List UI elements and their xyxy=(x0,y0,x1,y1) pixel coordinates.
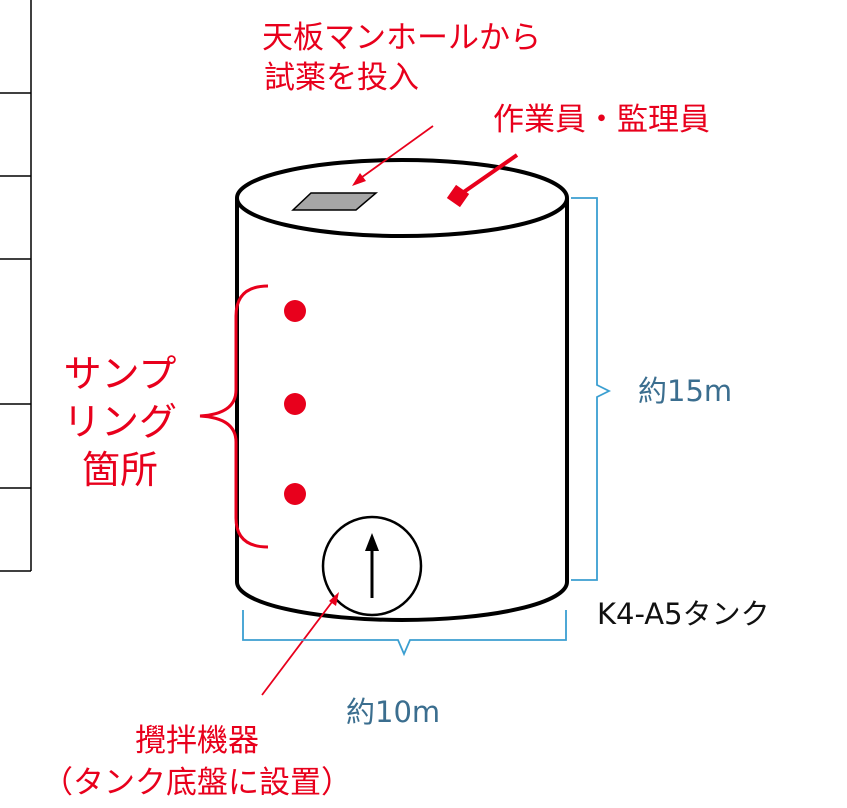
mixer-label-line1: 攪拌機器 xyxy=(135,723,259,759)
width-label: 約10m xyxy=(346,695,441,729)
sampling-label: サンプ リング 箇所 xyxy=(50,350,190,494)
height-label: 約15m xyxy=(638,374,733,408)
red-dot-icon xyxy=(284,393,306,415)
manhole-label-line1: 天板マンホールから xyxy=(262,20,541,56)
arrowhead-icon xyxy=(352,173,366,186)
width-bracket xyxy=(242,610,567,657)
adjacent-table xyxy=(0,0,32,572)
mixer-label-line2: （タンク底盤に設置） xyxy=(42,765,352,801)
tank-body xyxy=(235,198,569,622)
height-bracket xyxy=(571,197,612,581)
manhole-label: 天板マンホールから 試薬を投入 xyxy=(262,18,541,98)
up-arrow-circle-icon xyxy=(321,515,423,617)
manhole-pointer-line xyxy=(357,125,434,181)
mixer-label: 攪拌機器 （タンク底盤に設置） xyxy=(0,720,394,804)
sampling-label-line3: 箇所 xyxy=(81,448,158,492)
sampling-label-line2: リング xyxy=(62,400,177,444)
manhole-icon xyxy=(291,192,379,211)
tank xyxy=(235,158,569,622)
sampling-label-line1: サンプ xyxy=(63,352,177,396)
red-square-marker-icon xyxy=(446,184,470,208)
mixer-pointer-line xyxy=(261,597,336,696)
manhole-label-line2: 試薬を投入 xyxy=(264,60,419,96)
red-dot-icon xyxy=(284,483,306,505)
red-dot-icon xyxy=(284,300,306,322)
arrowhead-icon xyxy=(329,592,339,606)
worker-label: 作業員・監理員 xyxy=(493,102,710,138)
sampling-brace xyxy=(199,284,269,549)
worker-pointer-line xyxy=(456,153,519,198)
tank-top xyxy=(235,158,569,238)
tank-name-label: K4-A5タンク xyxy=(597,597,770,631)
